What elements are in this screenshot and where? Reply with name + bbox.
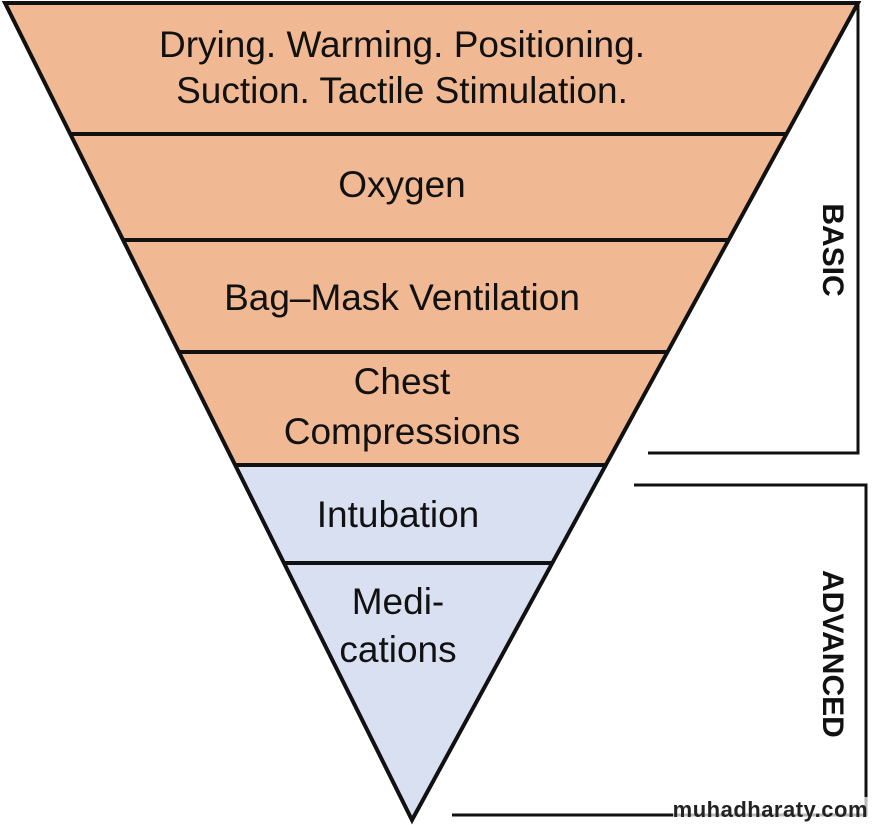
watermark: muhadharaty.com [672,797,868,823]
band-intubation [235,465,605,563]
label-line: Medi- [351,581,445,622]
level-label: Medi- cations [0,578,836,674]
label-line: Compressions [283,411,521,452]
label-line: Suction. Tactile Stimulation. [176,70,628,111]
basic-bracket [648,3,860,455]
band-chest-compressions [178,352,667,465]
band-drying [5,3,858,134]
label-line: cations [339,629,457,670]
level-label: Chest Compressions [0,357,840,457]
level-label: Oxygen [0,162,840,208]
label-line: Chest [353,361,451,402]
level-label: Drying. Warming. Positioning. Suction. T… [0,22,840,114]
basic-label: BASIC [816,203,849,297]
label-line: Intubation [316,494,480,535]
band-bag-mask [123,240,728,352]
level-label: Bag–Mask Ventilation [0,275,840,321]
level-label: Intubation [0,492,836,538]
advanced-bracket [452,483,868,817]
band-oxygen [70,134,786,240]
label-line: Drying. Warming. Positioning. [159,24,645,65]
label-line: Oxygen [338,164,466,205]
label-line: Bag–Mask Ventilation [224,277,580,318]
advanced-label: ADVANCED [816,570,849,738]
band-medications [284,563,552,820]
